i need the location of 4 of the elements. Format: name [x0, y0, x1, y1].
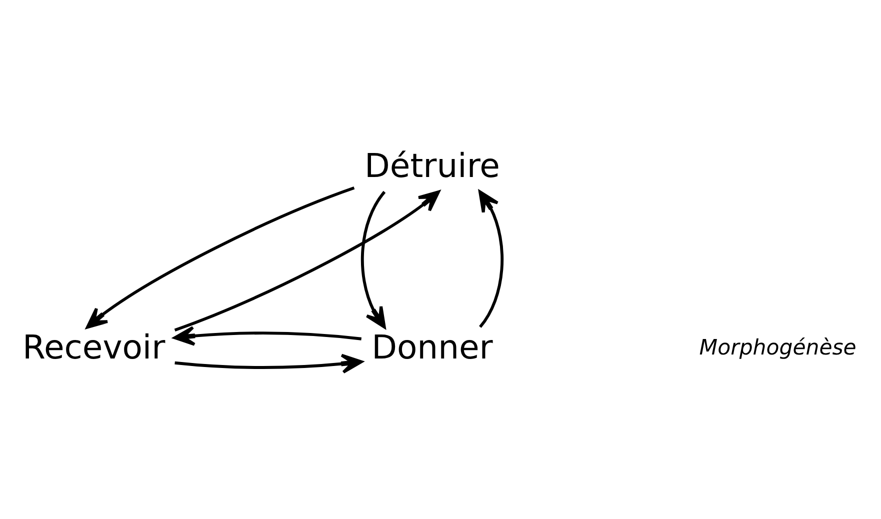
label: Morphogénèse — [699, 335, 856, 360]
node-text: Donner — [372, 327, 493, 366]
node-text: Recevoir — [22, 327, 166, 366]
node-text: Détruire — [364, 146, 500, 185]
